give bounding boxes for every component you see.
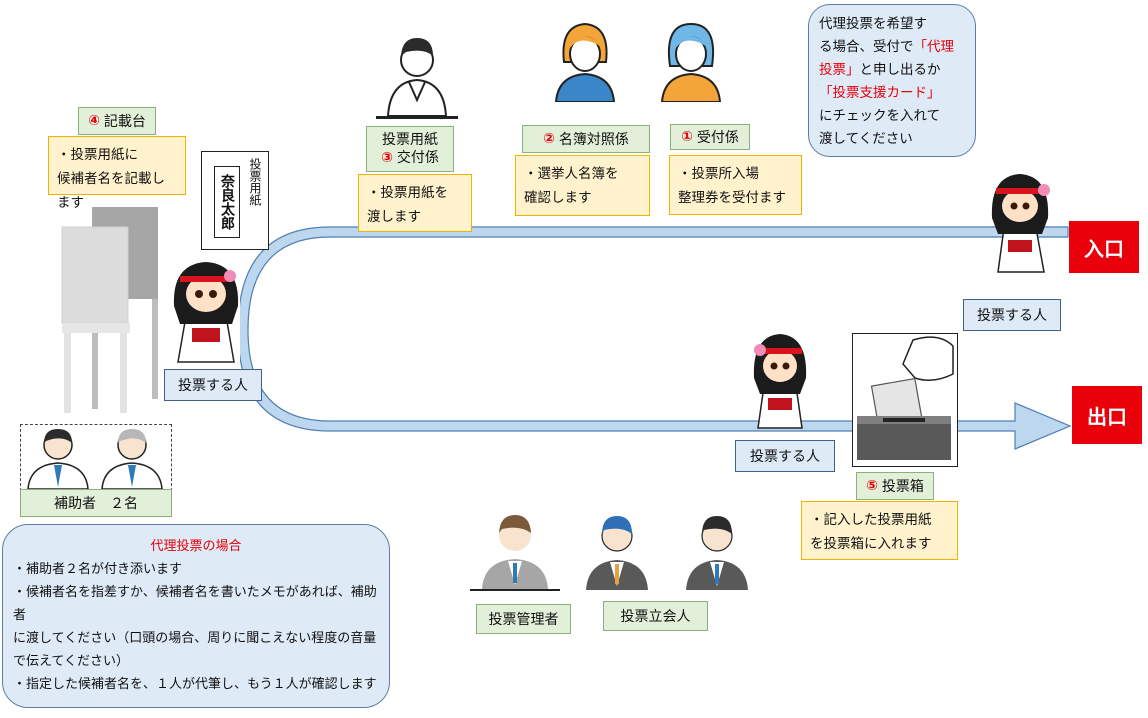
voter-character-booth	[173, 262, 239, 363]
proxy-request-note: 代理投票を希望す る場合、受付で「代理 投票」と申し出るか 「投票支援カード」 …	[808, 4, 976, 157]
voting-booth	[61, 207, 158, 413]
ballot-paper-desc: ・投票用紙を 渡します	[358, 174, 472, 232]
exit-label: 出口	[1072, 386, 1142, 444]
clerk-figure-male	[376, 38, 458, 119]
note-line-2: る場合、受付で「代理	[819, 39, 954, 55]
proxy-line-4: で伝えてください）	[13, 654, 129, 669]
note-line-5: にチェックを入れて	[819, 108, 941, 124]
ballot-card-title: 投票用紙	[248, 158, 262, 206]
flow-arrow	[240, 226, 1072, 450]
clerk-figure-female-2	[660, 22, 722, 102]
ballot-box-icon	[857, 336, 954, 460]
proxy-line-3: に渡してください（口頭の場合、周りに聞こえない程度の音量	[13, 631, 377, 646]
ballot-card-candidate: 奈良太郎	[214, 166, 240, 238]
manager-label: 投票管理者	[476, 604, 571, 634]
note-line-1: 代理投票を希望す	[819, 16, 927, 32]
voter-character-box	[753, 334, 807, 429]
proxy-line-2: ・候補者名を指差すか、候補者名を書いたメモがあれば、補助者	[13, 585, 377, 623]
booth-desc: ・投票用紙に 候補者名を記載します	[48, 136, 186, 211]
roll-desc: ・選挙人名簿を 確認します	[515, 155, 650, 216]
entrance-label: 入口	[1069, 221, 1139, 273]
assistant-figures	[27, 429, 163, 489]
voter-character-entrance	[991, 174, 1050, 273]
proxy-voting-note: 代理投票の場合 ・補助者２名が付き添います ・候補者名を指差すか、候補者名を書い…	[2, 524, 390, 708]
proxy-line-1: ・補助者２名が付き添います	[13, 562, 183, 577]
voter-label-box: 投票する人	[735, 440, 835, 472]
reception-desc: ・投票所入場 整理券を受付ます	[669, 155, 802, 215]
manager-figure	[470, 515, 560, 591]
note-line-3: 投票」と申し出るか	[819, 62, 941, 78]
ballot-box-desc: ・記入した投票用紙 を投票箱に入れます	[801, 501, 958, 560]
ballot-card: 投票用紙 奈良太郎	[201, 151, 269, 250]
witness-label: 投票立会人	[603, 601, 708, 631]
note-line-6: 渡してください	[819, 131, 913, 147]
assistant-label: 補助者 ２名	[20, 489, 172, 517]
clerk-figure-female-1	[554, 22, 616, 102]
proxy-line-5: ・指定した候補者名を、１人が代筆し、もう１人が確認します	[13, 677, 377, 692]
note-line-4: 「投票支援カード」	[819, 85, 941, 101]
voter-label-entrance: 投票する人	[963, 299, 1061, 331]
witness-figure-1	[586, 516, 648, 590]
voter-label-booth: 投票する人	[164, 369, 262, 401]
witness-figure-2	[686, 516, 748, 590]
proxy-title: 代理投票の場合	[150, 539, 242, 554]
